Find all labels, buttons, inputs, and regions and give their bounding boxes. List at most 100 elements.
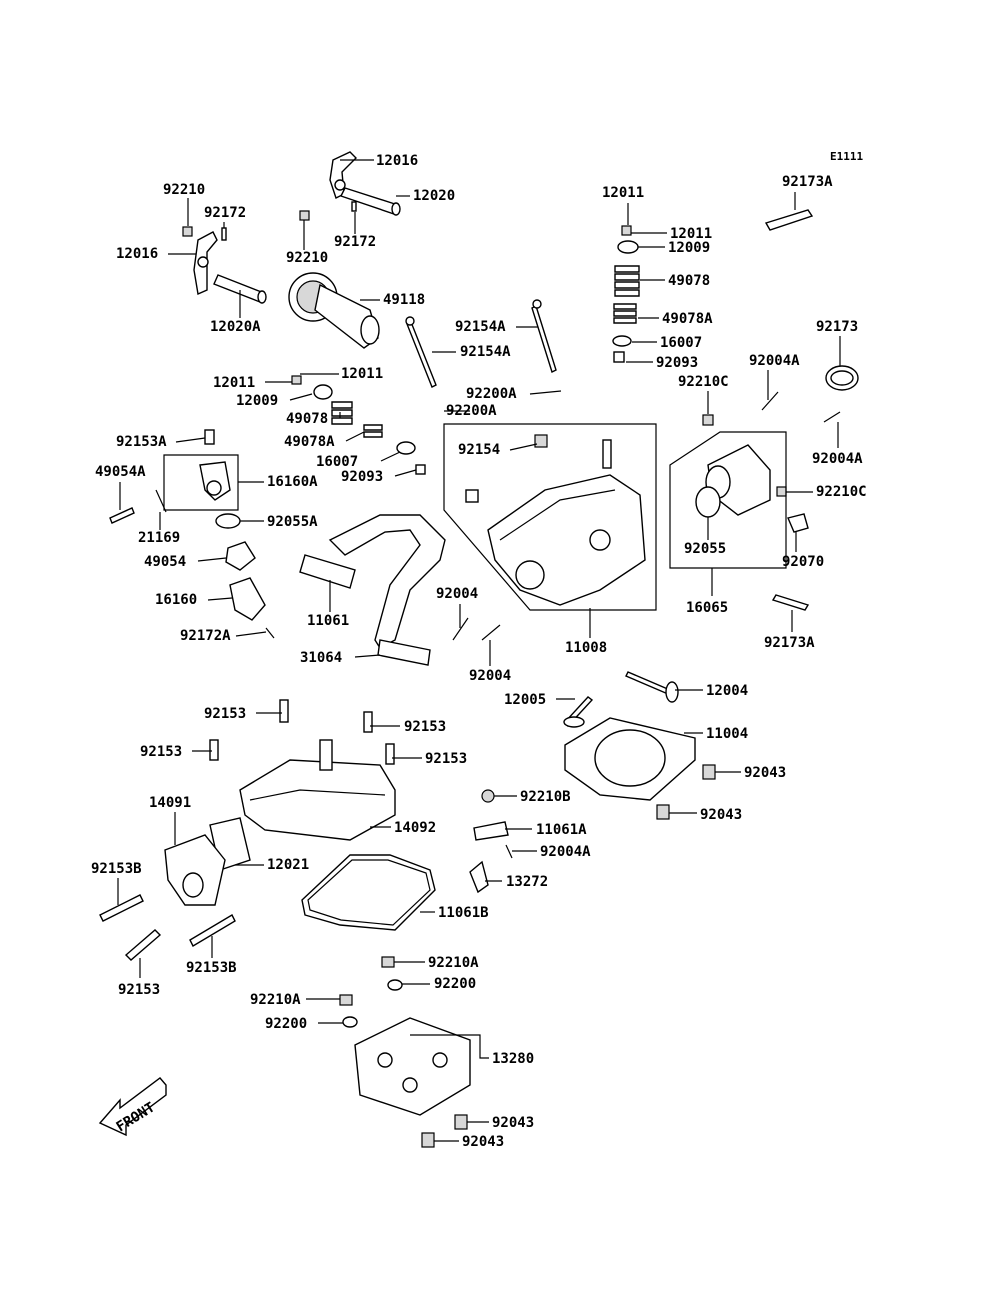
part-number-label: 92154 [458,442,500,458]
part-number-label: 49118 [383,292,425,308]
valve-spring-2 [614,265,640,297]
part-number-label: 12011 [602,185,644,201]
part-number-label: 11008 [565,640,607,656]
insulator-plate-lower [771,594,810,611]
gasket-11061 [299,554,356,589]
part-number-label: 13280 [492,1051,534,1067]
part-number-label: 12016 [116,246,158,262]
rocker-shaft-upper [340,187,401,216]
washer-92200-2 [342,1016,358,1028]
bolt-92153B-1 [99,894,144,922]
part-number-label: 31064 [300,650,342,666]
dowel-92043-3 [454,1114,468,1130]
clip-21169 [155,489,167,513]
part-number-label: 11061B [438,905,489,921]
valve-12004 [625,671,679,703]
nut-upper [299,210,310,221]
part-number-label: 92172 [204,205,246,221]
part-number-label: 92154A [460,344,511,360]
dowel-92043-4 [421,1132,435,1148]
camshaft [288,272,380,349]
bracket-13272 [469,860,489,894]
part-number-label: 92173 [816,319,858,335]
part-number-label: 92055A [267,514,318,530]
part-number-label: 16160A [267,474,318,490]
part-number-label: 49054A [95,464,146,480]
part-number-label: 92200 [434,976,476,992]
part-number-label: 12005 [504,692,546,708]
part-number-label: 49078A [284,434,335,450]
seal-2 [613,351,625,363]
thermostat-cap [225,541,256,571]
cotter-2 [823,411,841,423]
part-number-label: 92153A [116,434,167,450]
part-number-label: 92210 [286,250,328,266]
part-number-label: 92004A [540,844,591,860]
part-number-label: 16007 [316,454,358,470]
leader-lines [117,159,841,1142]
pin-left [221,227,227,241]
leader-line [175,437,206,443]
part-number-label: 92200A [466,386,517,402]
cylinder-head-box [443,423,657,611]
part-number-label: 92043 [700,807,742,823]
part-number-label: 14092 [394,820,436,836]
part-number-label: 92173A [764,635,815,651]
valve-retainer-2 [617,240,639,254]
part-number-label: 92153 [425,751,467,767]
valve-12005 [563,696,594,728]
clip-92172A [265,627,275,639]
part-number-label: 92200A [446,403,497,419]
oil-pipe-31064 [328,514,446,666]
insulator-plate-upper [764,209,814,231]
rocker-arm-upper [329,151,357,199]
part-number-label: 92153 [140,744,182,760]
part-number-label: 13272 [506,874,548,890]
valve-cap-1 [291,375,302,385]
leader-line [207,597,233,601]
part-number-label: 11061 [307,613,349,629]
part-number-label: 92004 [436,586,478,602]
bolt-92153A [204,429,215,445]
cotter-92004-2 [481,624,501,641]
part-number-label: 49078 [668,273,710,289]
sensor-49054A [109,507,135,524]
leader-line [410,1034,489,1059]
part-number-label: 12004 [706,683,748,699]
part-number-label: 92153 [404,719,446,735]
part-number-label: 12009 [668,240,710,256]
part-number-label: 92093 [341,469,383,485]
intake-box [669,431,787,569]
part-number-label: 92093 [656,355,698,371]
dowel-92043-1 [702,764,716,780]
bolt-92153-c [209,739,219,761]
spark-plug-small [534,434,548,448]
part-number-label: 12011 [341,366,383,382]
gasket-92055A [215,513,241,529]
leader-line [354,654,381,658]
part-number-label: 92210C [816,484,867,500]
valve-cap-2 [621,225,632,236]
nut-left [182,226,193,237]
washer-92200-1 [387,979,403,991]
part-number-label: 92043 [744,765,786,781]
nut-92210A-1 [381,956,395,968]
nut-intake [702,414,714,426]
part-number-label: 16160 [155,592,197,608]
hose-clamp [825,365,859,391]
leader-line [289,393,313,401]
part-number-label: 12009 [236,393,278,409]
part-number-label: 12011 [213,375,255,391]
washer-92210B [481,789,495,803]
part-number-label: 49054 [144,554,186,570]
diagram-code: E1111 [830,150,863,163]
rocker-shaft-left [213,274,267,304]
camshaft-holder-13280 [354,1017,471,1116]
leader-line [509,443,538,451]
stud-small [602,439,612,469]
part-number-label: 92153 [118,982,160,998]
part-number-label: 92055 [684,541,726,557]
pin-upper [351,201,357,212]
fitting-small [465,489,479,503]
